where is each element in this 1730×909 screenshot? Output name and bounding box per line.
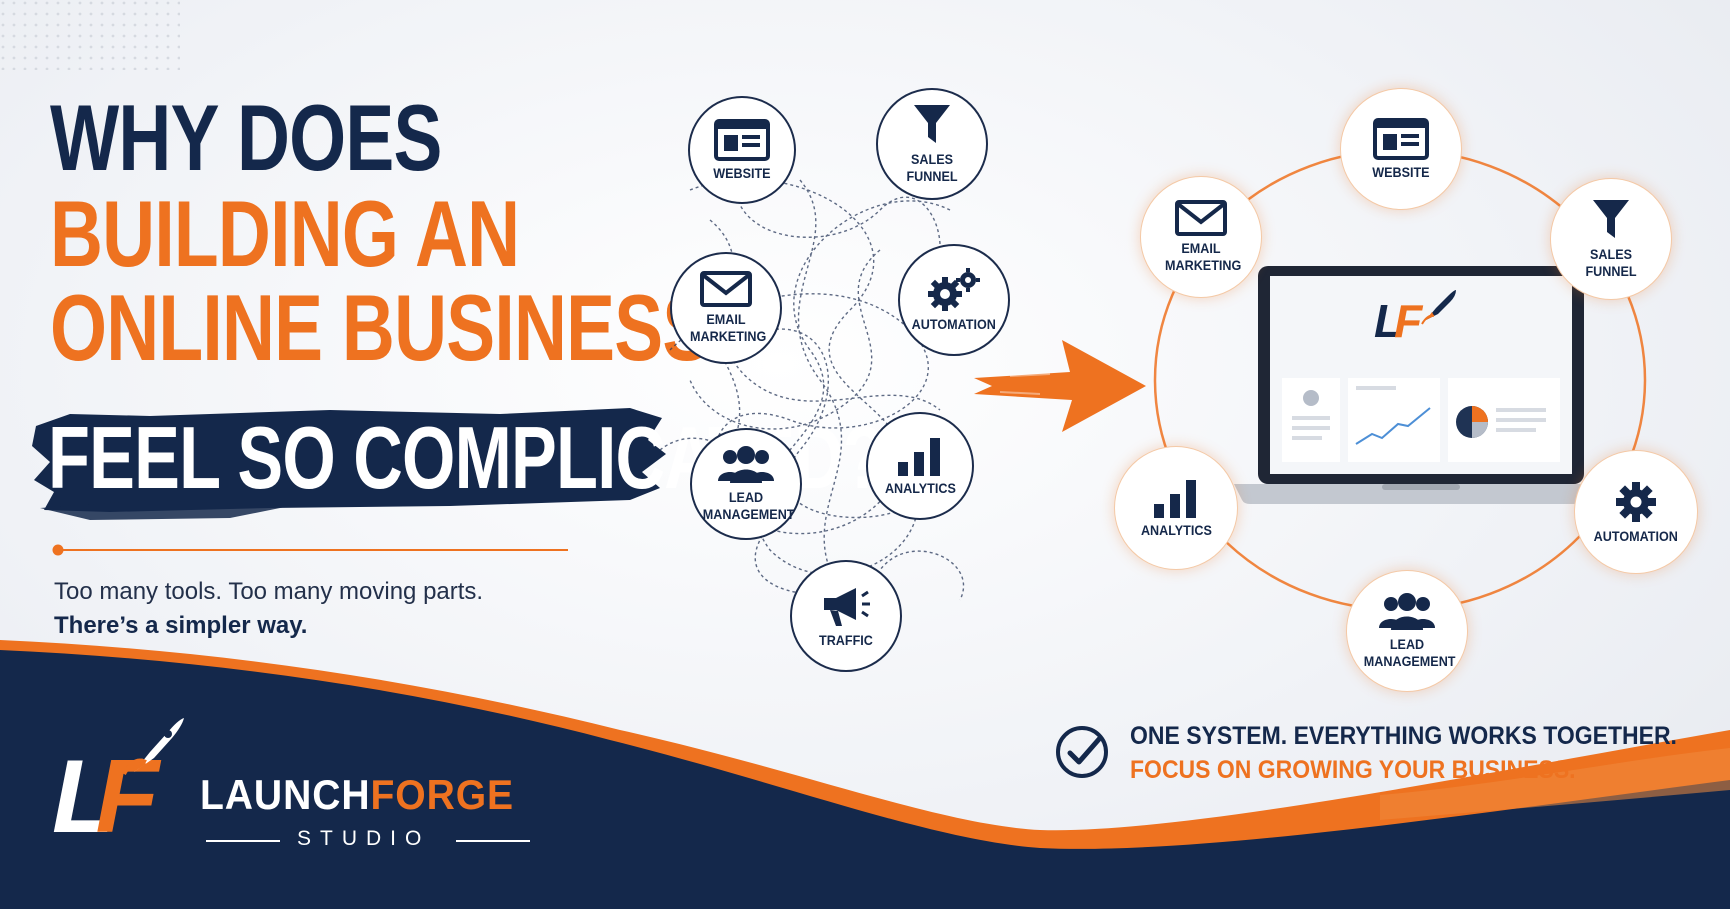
laptop-screen-logo: LF	[1374, 294, 1422, 348]
brand-line-left	[206, 840, 280, 842]
left-node-automation-label: AUTOMATION	[911, 315, 997, 332]
left-node-analytics-label: ANALYTICS	[884, 479, 956, 496]
bottom-message-line-1: ONE SYSTEM. EVERYTHING WORKS TOGETHER.	[1130, 722, 1677, 750]
bar-chart-icon	[1154, 479, 1196, 518]
brush-stroke-banner	[32, 408, 666, 520]
megaphone-icon	[824, 587, 870, 626]
right-node-sales-funnel-label: SALES FUNNEL	[1585, 246, 1637, 279]
bar-chart-icon	[898, 437, 940, 476]
people-icon	[1379, 593, 1435, 630]
brand-sub: STUDIO	[297, 827, 431, 850]
right-node-automation: AUTOMATION	[1574, 450, 1698, 574]
gears-icon	[928, 267, 980, 311]
left-node-traffic-label: TRAFFIC	[819, 631, 873, 648]
left-node-website-label: WEBSITE	[713, 164, 771, 181]
headline-line-2: BUILDING AN	[50, 181, 520, 286]
funnel-icon	[914, 105, 950, 143]
brand-rocket-icon	[122, 718, 184, 776]
left-node-analytics: ANALYTICS	[866, 412, 974, 520]
right-node-lead-management: LEAD MANAGEMENT	[1346, 570, 1468, 692]
left-node-lead-management-label: LEAD MANAGEMENT	[702, 489, 795, 522]
right-node-sales-funnel: SALES FUNNEL	[1550, 178, 1672, 300]
right-node-lead-management-label: LEAD MANAGEMENT	[1363, 636, 1456, 669]
funnel-icon	[1593, 200, 1629, 238]
right-node-email-marketing-label: EMAIL MARKETING	[1165, 240, 1242, 273]
tagline-line-1: Too many tools. Too many moving parts.	[54, 578, 484, 605]
left-node-lead-management: LEAD MANAGEMENT	[690, 428, 802, 540]
email-icon	[700, 271, 752, 307]
left-node-sales-funnel: SALES FUNNEL	[876, 88, 988, 200]
divider-line	[52, 544, 568, 556]
left-node-automation: AUTOMATION	[898, 244, 1010, 356]
brand-name-text: LAUNCHFORGE	[200, 771, 515, 818]
left-node-email-marketing-label: EMAIL MARKETING	[690, 311, 767, 344]
left-node-website: WEBSITE	[688, 96, 796, 204]
headline-line-3: ONLINE BUSINESS	[50, 275, 711, 380]
laptop	[1234, 266, 1608, 504]
website-icon	[1373, 117, 1429, 160]
website-icon	[714, 118, 770, 161]
headline-line-1: WHY DOES	[50, 85, 442, 190]
left-node-traffic: TRAFFIC	[790, 560, 902, 672]
check-circle-icon	[1056, 726, 1108, 778]
right-node-analytics: ANALYTICS	[1114, 446, 1238, 570]
bottom-message-line-2: FOCUS ON GROWING YOUR BUSINESS.	[1130, 756, 1576, 784]
brand-name: LAUNCHFORGE	[200, 771, 514, 819]
left-node-sales-funnel-label: SALES FUNNEL	[906, 151, 958, 184]
people-icon	[718, 446, 774, 483]
left-node-email-marketing: EMAIL MARKETING	[670, 252, 782, 364]
brand-line-right	[456, 840, 530, 842]
tangled-lines	[659, 159, 965, 601]
dot-pattern	[0, 0, 180, 70]
email-icon	[1175, 200, 1227, 236]
right-node-email-marketing: EMAIL MARKETING	[1140, 176, 1262, 298]
tagline-line-2: There’s a simpler way.	[54, 612, 308, 639]
laptop-logo-text: LF	[1374, 295, 1422, 347]
rocket-icon	[1421, 290, 1456, 325]
right-node-automation-label: AUTOMATION	[1593, 527, 1679, 544]
right-node-website: WEBSITE	[1340, 88, 1462, 210]
bottom-wave	[0, 640, 1730, 909]
arrow-icon	[974, 340, 1146, 432]
right-node-analytics-label: ANALYTICS	[1140, 521, 1212, 538]
right-node-website-label: WEBSITE	[1372, 163, 1430, 180]
gear-icon	[1616, 481, 1656, 522]
